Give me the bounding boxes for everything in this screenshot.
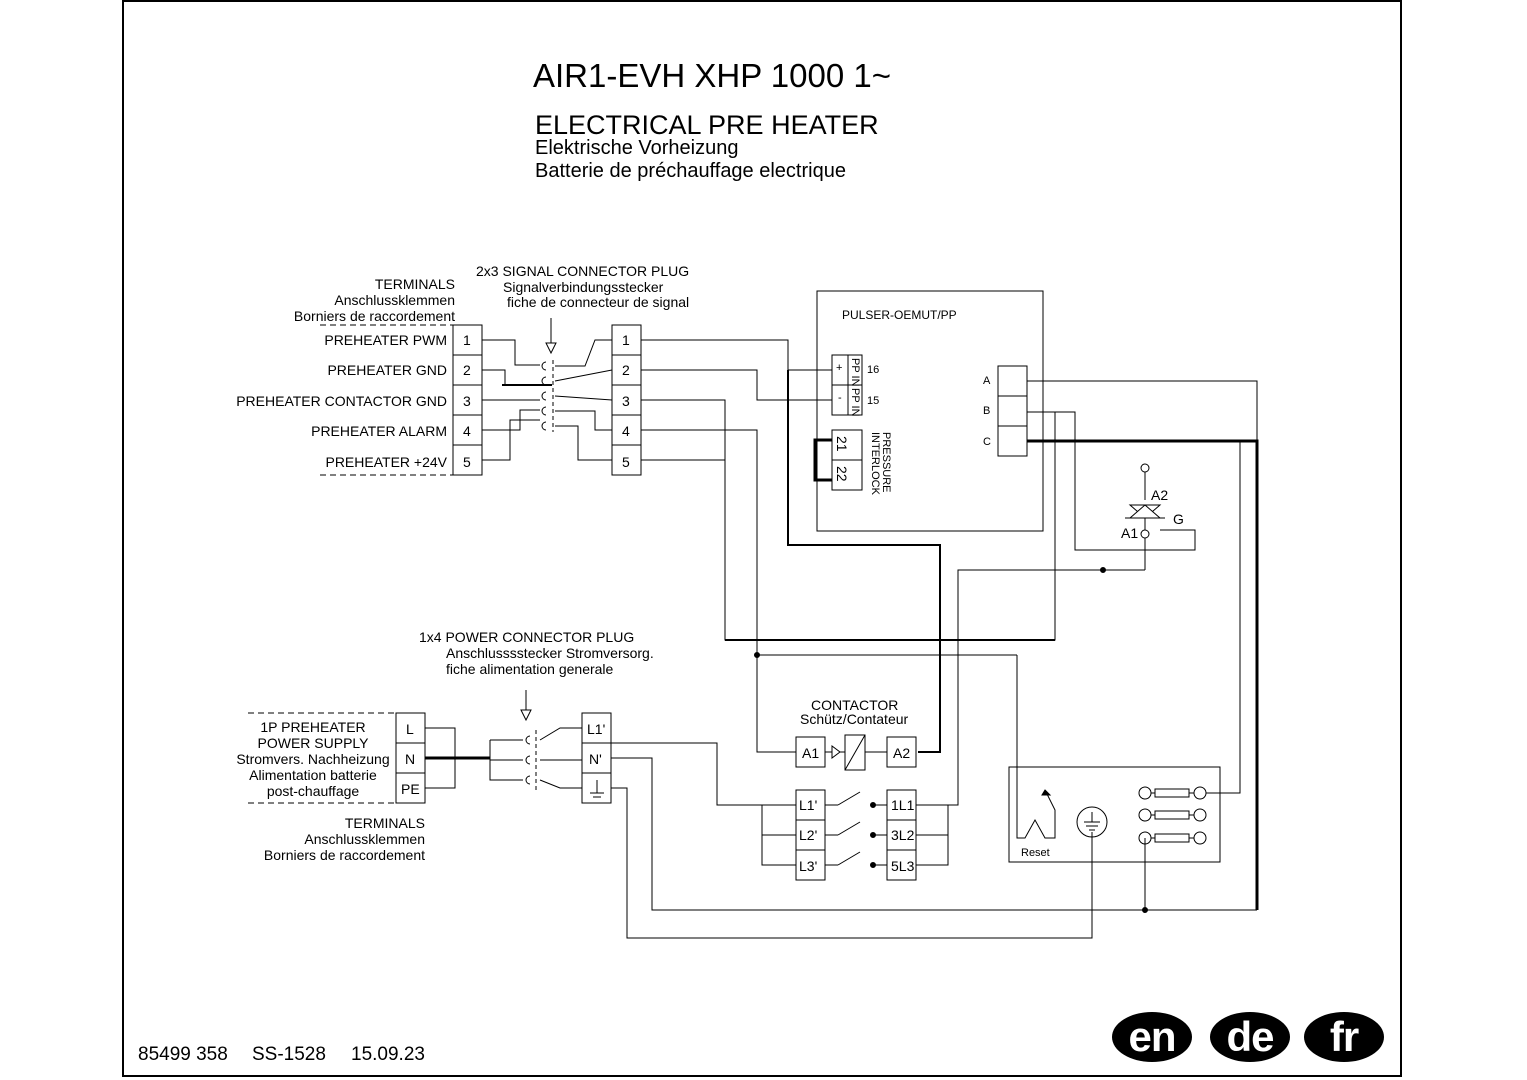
contactor-out-3: 5L3: [891, 858, 915, 874]
output-a: A: [983, 375, 991, 387]
terminals-heading-de: Anschlussklemmen: [334, 292, 455, 308]
terminals-heading-bottom: TERMINALS Anschlussklemmen Borniers de r…: [264, 815, 425, 863]
thermostat-box: [1008, 766, 1221, 863]
doc-date: 15.09.23: [351, 1044, 425, 1065]
triac-a1: A1: [1121, 525, 1139, 541]
terminals-bottom-de: Anschlussklemmen: [304, 831, 425, 847]
pin-15: 15: [867, 395, 880, 407]
subtitle-en: ELECTRICAL PRE HEATER: [535, 110, 879, 140]
doc-number: 85499 358: [138, 1044, 228, 1065]
pulser-box: [816, 290, 1044, 532]
power-supply-line2: POWER SUPPLY: [257, 735, 369, 751]
terminal-l: L: [406, 721, 414, 737]
plug-pin-3: 3: [622, 393, 630, 409]
terminals-heading-fr: Borniers de raccordement: [293, 308, 455, 324]
ss-number: SS-1528: [252, 1044, 326, 1065]
terminal-label-1: PREHEATER PWM: [324, 332, 447, 348]
signal-plug-heading-fr: fiche de connecteur de signal: [507, 294, 690, 310]
contactor-out-2: 3L2: [891, 827, 915, 843]
contactor-out-1: 1L1: [891, 797, 915, 813]
pulser-name: PULSER-OEMUT/PP: [842, 308, 957, 322]
page-title: AIR1-EVH XHP 1000 1~: [533, 57, 892, 94]
terminals-bottom-en: TERMINALS: [344, 815, 425, 831]
power-supply-line3: Stromvers. Nachheizung: [236, 751, 390, 767]
plug-pin-1: 1: [622, 332, 630, 348]
terminal-label-2: PREHEATER GND: [327, 362, 447, 378]
contactor-a1: A1: [802, 745, 820, 761]
terminal-n: N: [405, 751, 416, 767]
pp-in-label-1: PP IN: [849, 358, 861, 387]
subtitle-fr: Batterie de préchauffage electrique: [535, 160, 846, 182]
triac-a2: A2: [1151, 487, 1169, 503]
interlock-label: PRESSURE INTERLOCK: [869, 432, 892, 495]
interlock-label-line1: PRESSURE: [880, 432, 892, 493]
pulser-minus: -: [838, 392, 842, 404]
language-badge-en[interactable]: en: [1112, 1012, 1192, 1062]
plug-pin-2: 2: [622, 362, 630, 378]
reset-label: Reset: [1021, 847, 1050, 859]
terminal-num-2: 2: [463, 362, 471, 378]
terminal-label-5: PREHEATER +24V: [325, 454, 447, 470]
language-badge-de[interactable]: de: [1210, 1012, 1290, 1062]
subtitle-de: Elektrische Vorheizung: [535, 137, 739, 159]
terminals-heading-top: TERMINALS Anschlussklemmen Borniers de r…: [294, 276, 455, 324]
terminals-bottom-fr: Borniers de raccordement: [263, 847, 425, 863]
power-supply-line5: post-chauffage: [266, 783, 360, 799]
pulser-plus: +: [836, 362, 843, 374]
terminal-num-3: 3: [463, 393, 471, 409]
language-badge-fr[interactable]: fr: [1304, 1012, 1384, 1062]
interlock-label-line2: INTERLOCK: [869, 432, 881, 495]
terminal-num-4: 4: [463, 423, 471, 439]
terminal-label-4: PREHEATER ALARM: [311, 423, 447, 439]
power-plug-heading-fr: fiche alimentation generale: [446, 661, 614, 677]
pin-16: 16: [867, 364, 880, 376]
triac-g: G: [1173, 511, 1184, 527]
power-supply-label: 1P PREHEATER POWER SUPPLY Stromvers. Nac…: [230, 719, 396, 799]
plug-pin-5: 5: [622, 454, 630, 470]
contactor-in-1: L1': [799, 797, 818, 813]
power-plug-heading-de: Anschlusssstecker Stromversorg.: [446, 645, 654, 661]
interlock-22: 22: [834, 466, 850, 482]
interlock-21: 21: [834, 436, 850, 452]
power-supply-line4: Alimentation batterie: [249, 767, 377, 783]
terminal-label-3: PREHEATER CONTACTOR GND: [236, 393, 447, 409]
power-plug-pin-n: N': [589, 751, 602, 767]
power-plug-heading-en: 1x4 POWER CONNECTOR PLUG: [419, 629, 635, 645]
output-b: B: [983, 405, 991, 417]
power-plug-pin-l1: L1': [587, 721, 606, 737]
contactor-in-3: L3': [799, 858, 818, 874]
terminals-heading-en: TERMINALS: [374, 276, 455, 292]
output-c: C: [983, 436, 991, 448]
power-supply-line1: 1P PREHEATER: [260, 719, 366, 735]
contactor-in-2: L2': [799, 827, 818, 843]
terminal-pe: PE: [401, 781, 420, 797]
contactor-a2: A2: [893, 745, 911, 761]
plug-pin-4: 4: [622, 423, 630, 439]
drawing-frame: [122, 0, 1402, 1077]
signal-plug-heading-en: 2x3 SIGNAL CONNECTOR PLUG: [476, 263, 690, 279]
contactor-heading-de: Schütz/Contateur: [800, 711, 909, 727]
terminal-num-5: 5: [463, 454, 471, 470]
contactor-heading-en: CONTACTOR: [811, 697, 899, 713]
pp-in-label-2: PP IN: [849, 388, 861, 417]
signal-plug-heading-de: Signalverbindungsstecker: [503, 279, 664, 295]
terminal-num-1: 1: [463, 332, 471, 348]
